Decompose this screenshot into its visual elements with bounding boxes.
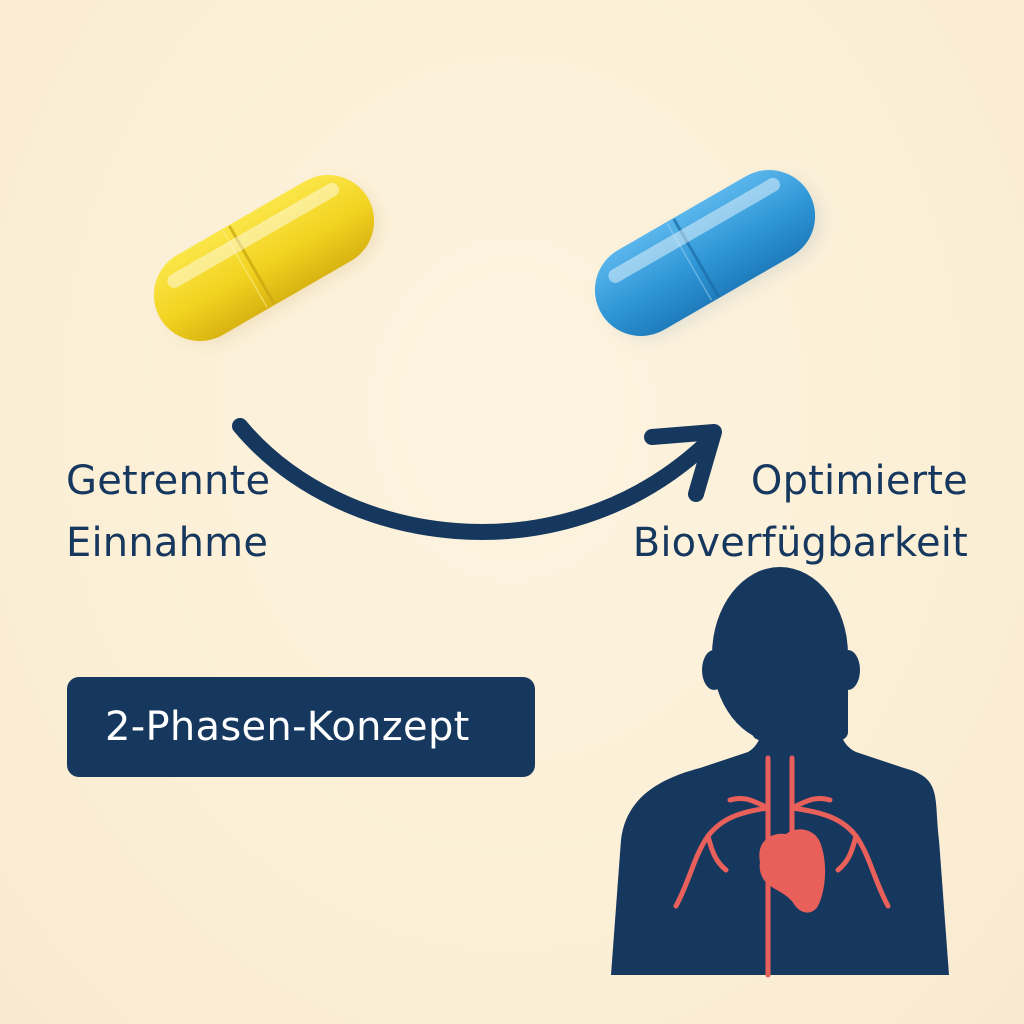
label-separate-intake-line2: Einnahme xyxy=(66,520,269,566)
yellow-capsule-icon xyxy=(153,175,378,342)
concept-badge-text: 2-Phasen-Konzept xyxy=(105,704,470,750)
label-separate-intake: Getrennte Einnahme xyxy=(66,450,270,574)
human-silhouette-icon xyxy=(611,567,949,978)
concept-badge: 2-Phasen-Konzept xyxy=(67,677,535,777)
label-optimized-bioavailability-line1: Optimierte xyxy=(750,458,968,504)
label-separate-intake-line1: Getrennte xyxy=(66,458,271,504)
label-optimized-bioavailability-line2: Bioverfügbarkeit xyxy=(632,520,968,566)
label-optimized-bioavailability: Optimierte Bioverfügbarkeit xyxy=(633,450,968,574)
blue-capsule-icon xyxy=(594,170,819,337)
curved-arrow-icon xyxy=(232,418,722,540)
